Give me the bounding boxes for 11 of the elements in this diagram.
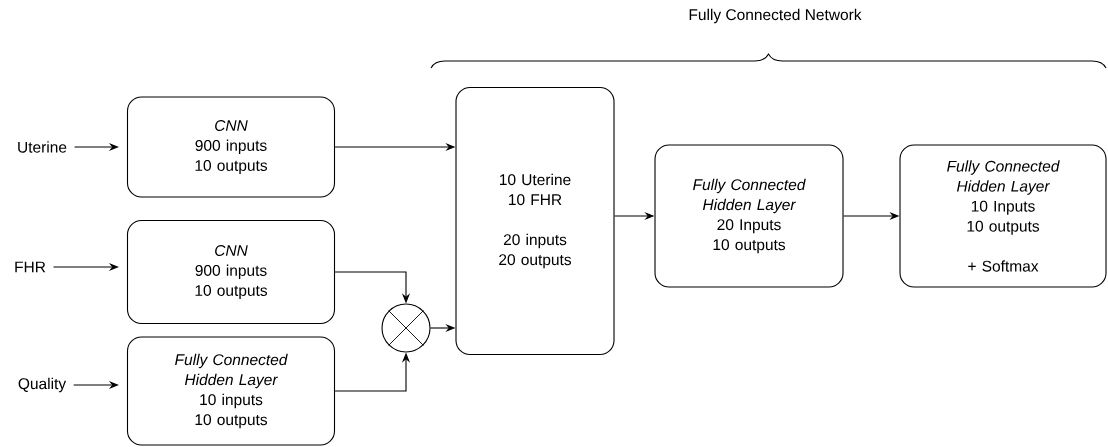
layer-box: 10 Uterine 10 FHR 20 inputs 20 outputs (455, 86, 615, 356)
input-label: Uterine (18, 141, 67, 153)
layer-box: Fully Connected Hidden Layer 10 Inputs 10 outputs + Softmax (899, 144, 1107, 288)
input-label: FHR (15, 261, 46, 273)
multiply-circle (381, 303, 431, 353)
layer-box: Fully Connected Hidden Layer 10 inputs 10 outputs (126, 336, 336, 446)
layer-box: CNN 900 inputs 10 outputs (126, 96, 336, 198)
group-label: Fully Connected Network (689, 8, 862, 24)
layer-box: Fully Connected Hidden Layer 20 Inputs 10 outputs (654, 144, 844, 288)
layer-box: CNN 900 inputs 10 outputs (126, 219, 336, 325)
input-label: Quality (18, 377, 67, 393)
